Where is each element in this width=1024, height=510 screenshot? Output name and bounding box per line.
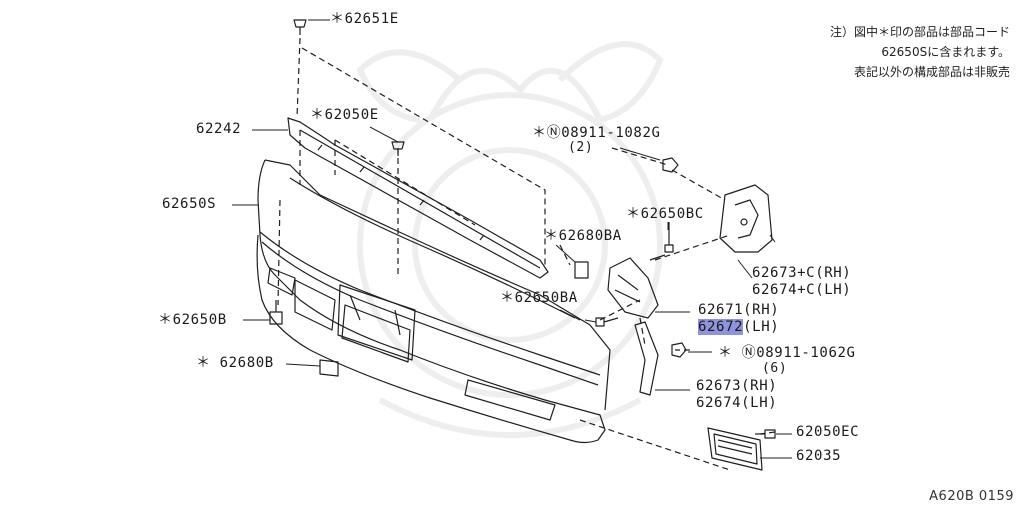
label-62672-suffix: (LH) (743, 319, 780, 335)
note-line-3: 表記以外の構成部品は非販売 (853, 65, 1010, 79)
label-62651E: ＊62651E (330, 11, 399, 27)
label-62650S: 62650S (162, 196, 217, 212)
label-62673C-rh: 62673+C(RH) (752, 265, 852, 281)
label-08911-1062G: ＊ Ⓝ08911-1062G (718, 345, 856, 361)
label-62672-lh: 62672(LH) (698, 319, 780, 335)
side-bracket-upper (719, 184, 773, 253)
diagram-code: A620B 0159 (929, 489, 1014, 504)
side-bracket-middle (574, 257, 659, 319)
label-62050EC: 62050EC (796, 424, 860, 440)
label-08911-1082G-qty: (2) (568, 140, 594, 155)
side-bracket-lower (634, 321, 659, 396)
label-62673-rh: 62673(RH) (696, 378, 778, 394)
label-62674C-lh: 62674+C(LH) (752, 282, 852, 298)
label-62671-rh: 62671(RH) (698, 302, 780, 318)
fog-lamp-cover (707, 427, 763, 471)
label-62050E: ＊62050E (310, 107, 379, 123)
fasteners (269, 19, 776, 439)
label-62672-highlight-b: 2 (734, 319, 744, 335)
license-bracket (319, 284, 416, 377)
note-line-1: 注）図中＊印の部品は部品コード (829, 25, 1010, 39)
leader-lines (232, 19, 792, 459)
bumper-fascia (256, 159, 611, 444)
label-62650B: ＊62650B (158, 312, 227, 328)
label-08911-1062G-qty: (6) (762, 361, 788, 376)
note-line-2: 62650Sに含まれます。 (881, 45, 1010, 59)
label-62672-highlight-a: 6267 (698, 319, 735, 335)
label-62680BA: ＊62680BA (544, 228, 622, 244)
label-62242: 62242 (196, 121, 242, 137)
watermark-emblem (356, 41, 664, 438)
upper-retainer-62242 (287, 117, 549, 279)
label-62680B: ＊ 62680B (196, 355, 274, 371)
label-08911-1082G: ＊Ⓝ08911-1082G (532, 125, 661, 141)
label-62674-lh: 62674(LH) (696, 395, 778, 411)
label-62650BC: ＊62650BC (626, 206, 704, 222)
label-62035: 62035 (796, 448, 842, 464)
label-62650BA: ＊62650BA (500, 290, 578, 306)
